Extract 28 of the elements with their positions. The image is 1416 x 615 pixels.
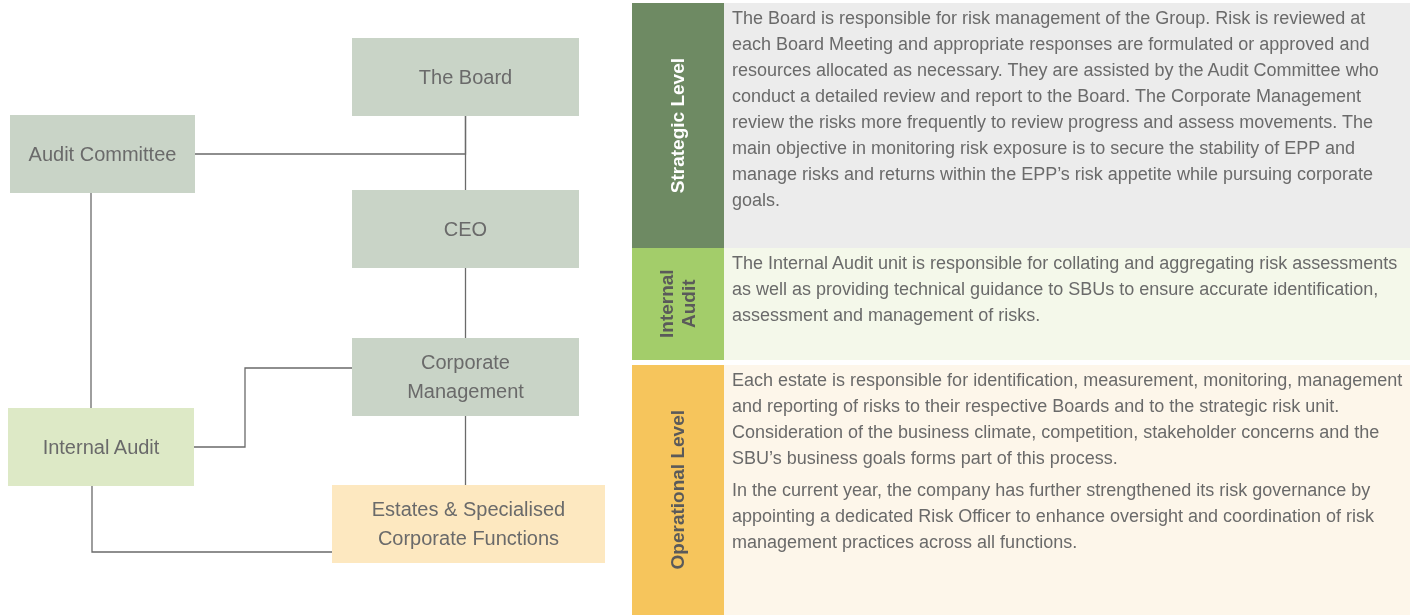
box-label: Internal Audit (42, 434, 160, 460)
box-label: CEO (443, 216, 488, 242)
level-band (632, 248, 1410, 360)
level-band (632, 3, 1410, 248)
description-text: Each estate is responsible for identification, measurement, monitoring, management and reporting of risks to their respective Boards and to the strategic risk unit. Consideration of the business climate, competition, stakeholder concerns and the SBU’s business goals forms part of this process. (732, 369, 1404, 470)
connector-line (193, 367, 353, 448)
level-title: Strategic Level (667, 57, 689, 194)
connector-line (91, 485, 333, 553)
box-label: The Board (418, 64, 513, 90)
org-box (352, 338, 579, 416)
level-title: Internal Audit (656, 268, 700, 341)
connector-line (90, 192, 92, 409)
box-label: Corporate Management (406, 350, 525, 404)
connector-line (464, 415, 467, 486)
connector-line (194, 115, 467, 155)
description-text: The Internal Audit unit is responsible for collating and aggregating risk assessments as well as providing technical guidance to SBUs to ensure accurate identification, assessment and management of risks. (732, 252, 1399, 327)
description-text: The Board is responsible for risk management of the Group. Risk is reviewed at each Board Meeting and appropriate responses are formulated or approved and resources allocated as necessary. They are assisted by the Audit Committee who conduct a detailed review and report to the Board. The Corporate Management review the risks more frequently to review progress and assess movements. The main objective in monitoring risk exposure is to secure the stability of EPP and manage risks and returns within the EPP’s risk appetite while pursuing corporate goals. (732, 7, 1380, 212)
org-box (10, 115, 195, 193)
box-label: Estates & Specialised Corporate Functions (370, 497, 567, 551)
description-text: In the current year, the company has further strengthened its risk governance by appointing a dedicated Risk Officer to enhance oversight and coordination of risk management practices across all functions. (732, 479, 1376, 554)
org-box (332, 485, 605, 563)
box-label: Audit Committee (28, 141, 177, 167)
org-box (352, 190, 579, 268)
connector-line (464, 267, 467, 339)
level-title: Operational Level (667, 410, 689, 570)
org-box (8, 408, 194, 486)
level-band (632, 365, 1410, 615)
org-box (352, 38, 579, 116)
